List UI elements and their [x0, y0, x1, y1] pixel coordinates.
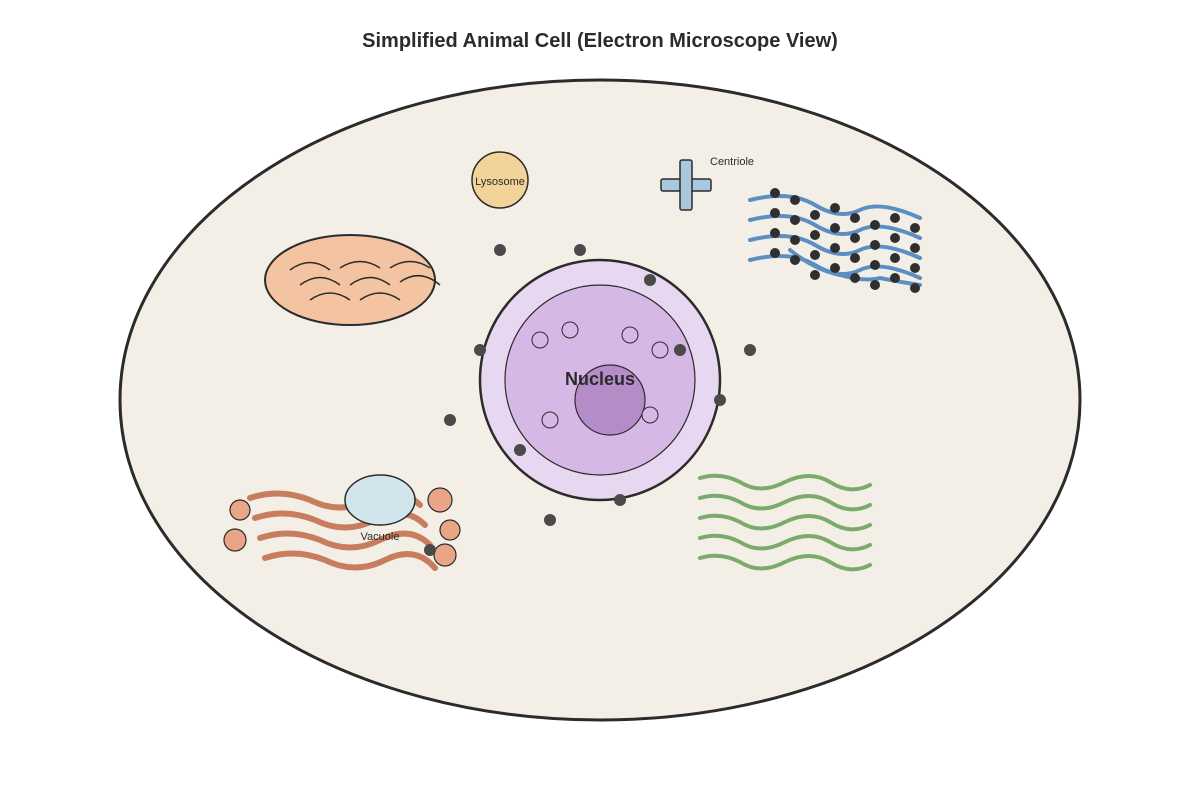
- centriole-vertical: [679, 159, 693, 211]
- lysosome: Lysosome: [471, 151, 529, 209]
- rough-er: [748, 188, 922, 293]
- centriole: Centriole: [660, 156, 754, 211]
- mitochondrion: [264, 234, 441, 326]
- lysosome-label: Lysosome: [475, 176, 525, 188]
- lysosome-body: [471, 151, 529, 209]
- nucleus-label: Nucleus: [565, 369, 635, 389]
- chromatin-granules: [531, 321, 669, 429]
- golgi-vesicles: [223, 487, 461, 567]
- vacuole-label: Vacuole: [361, 531, 400, 543]
- free-ribosomes: [424, 244, 756, 556]
- centriole-label: Centriole: [710, 156, 754, 168]
- smooth-er: [698, 473, 872, 572]
- nucleus: Nucleus: [478, 258, 722, 502]
- diagram-title: Simplified Animal Cell (Electron Microsc…: [362, 30, 838, 52]
- mitochondrion-outer-membrane: [264, 234, 436, 326]
- mitochondrion-cristae: [289, 260, 441, 301]
- rough-er-ribosomes: [770, 188, 920, 293]
- nucleolus: [574, 364, 646, 436]
- rough-er-membranes: [748, 194, 922, 287]
- vacuole-body: [344, 474, 416, 526]
- vacuole: Vacuole: [344, 474, 416, 543]
